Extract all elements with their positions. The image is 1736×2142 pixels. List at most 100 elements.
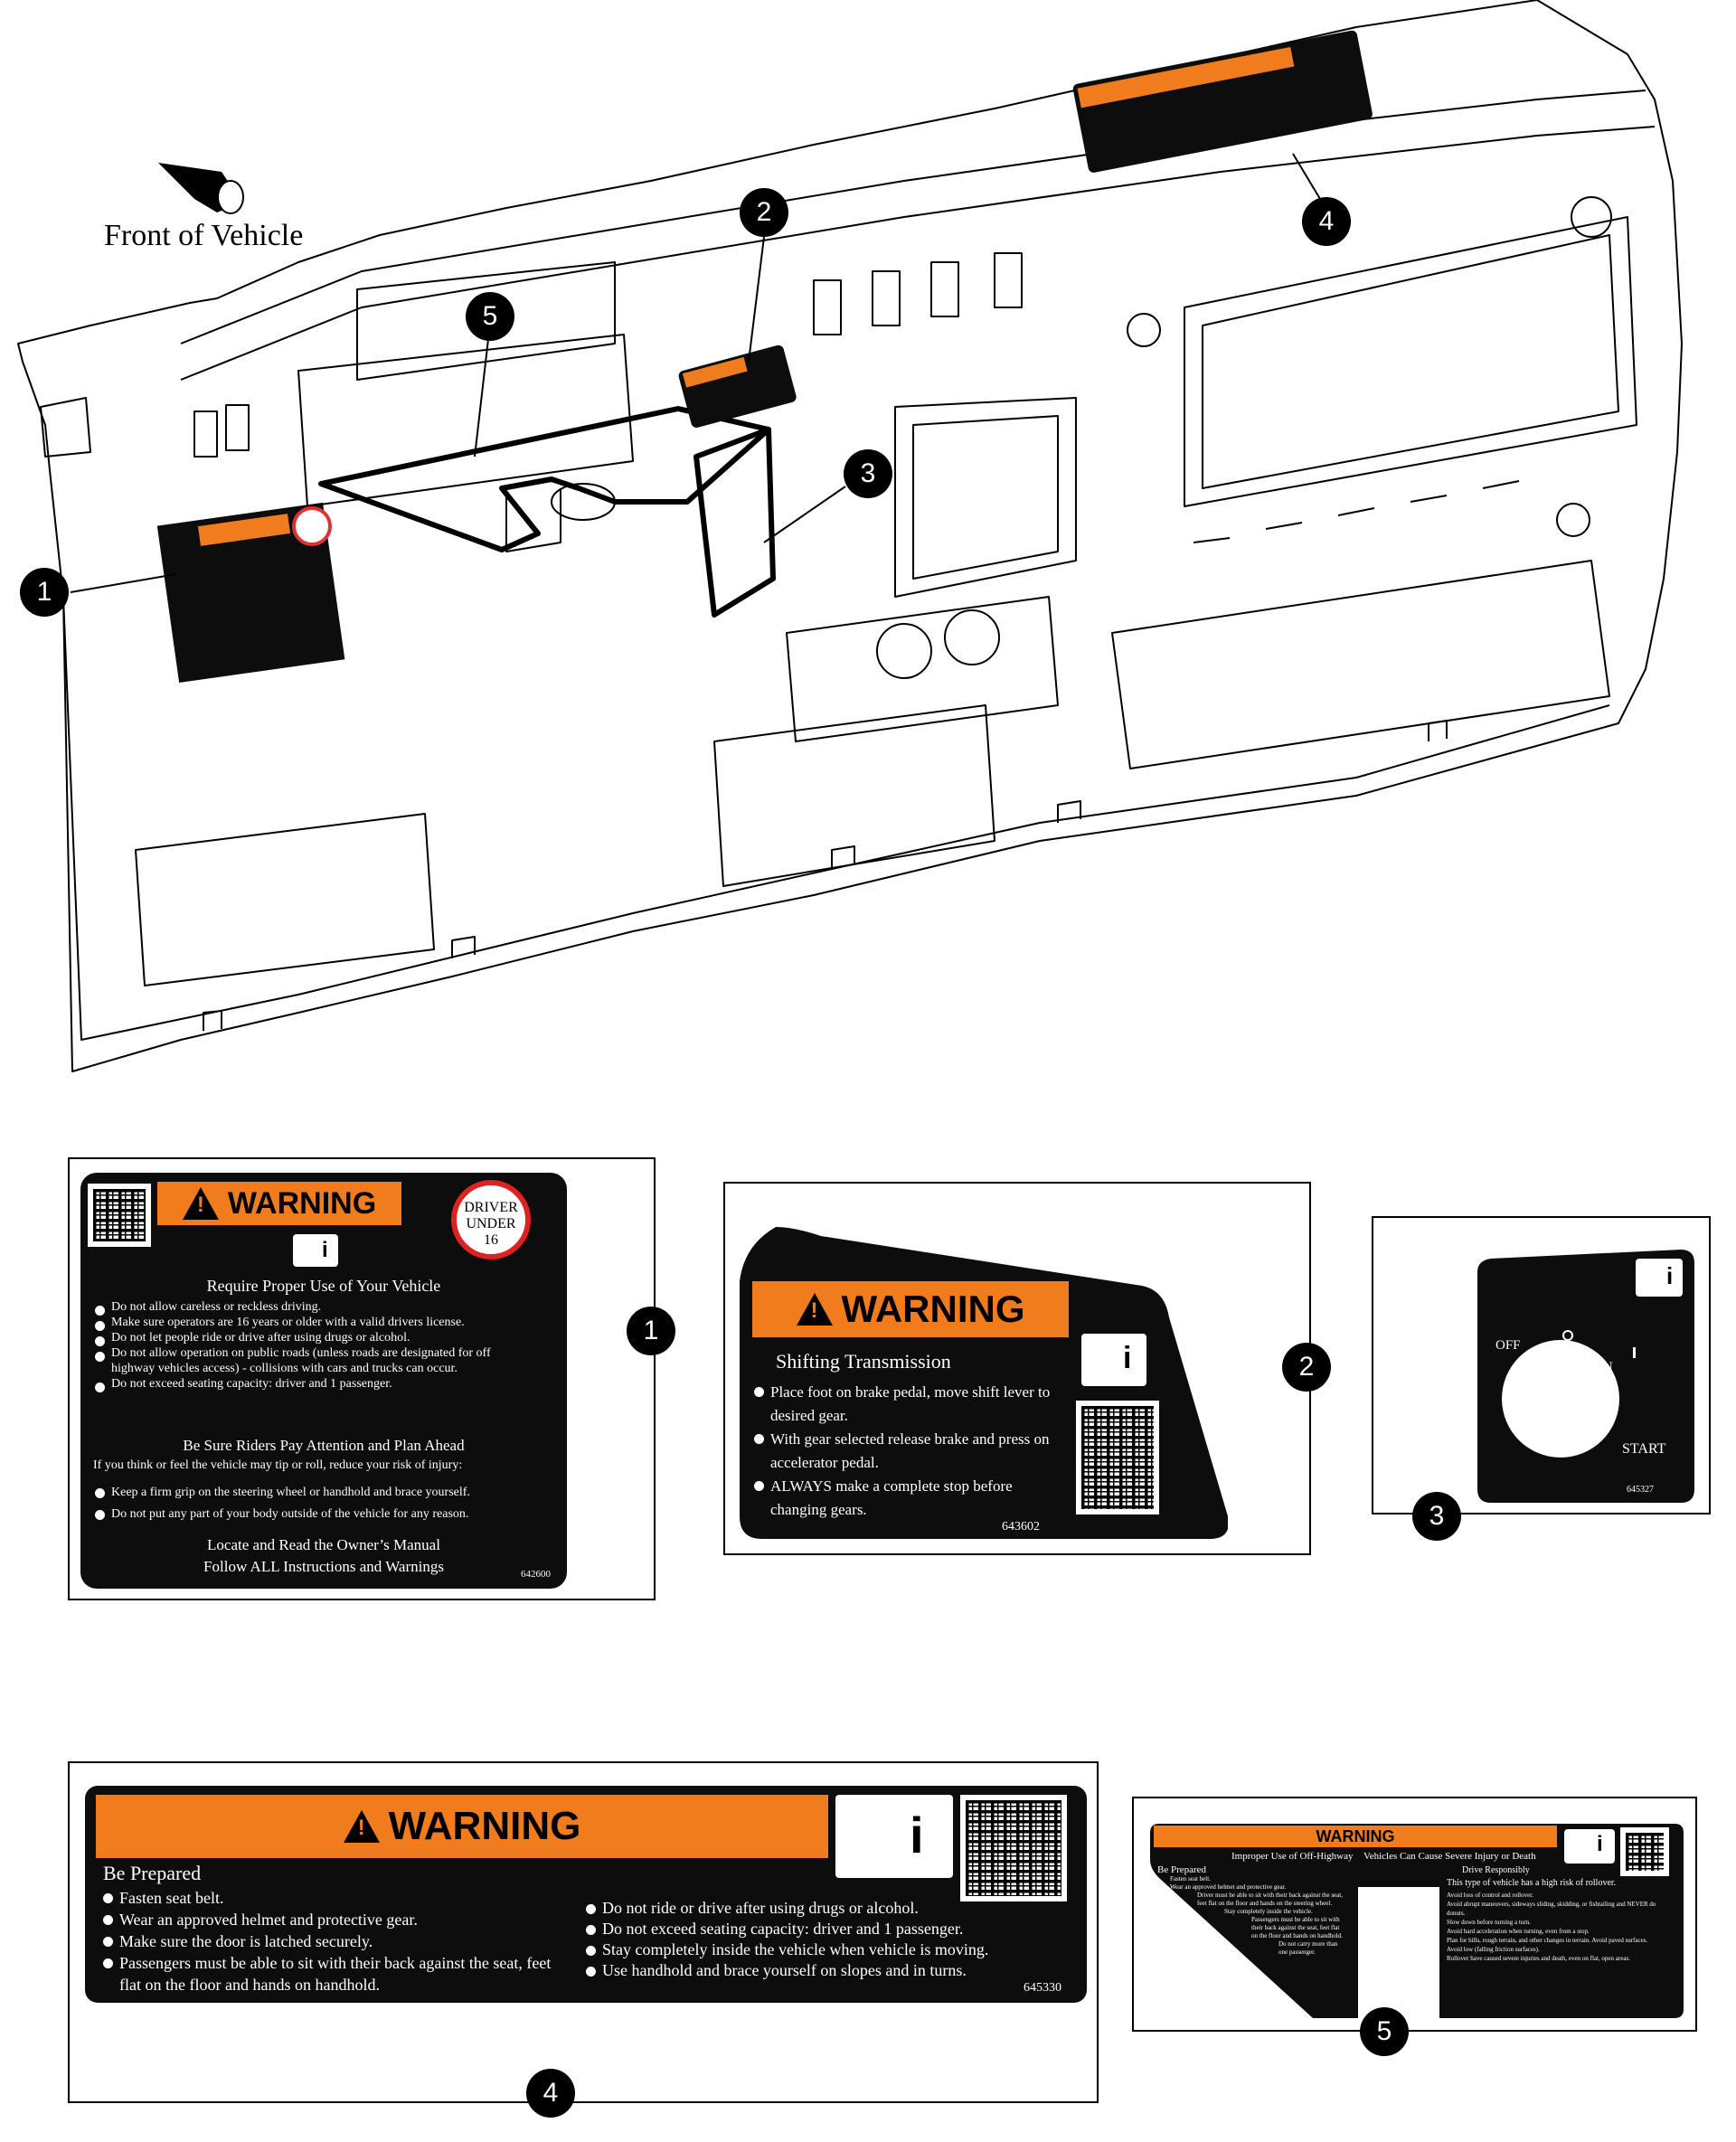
decal2-heading: Shifting Transmission	[776, 1350, 951, 1373]
callout-3: 3	[844, 449, 892, 498]
manual-book-icon: i	[835, 1795, 953, 1878]
dashboard-line-drawing	[17, 0, 1683, 1072]
decal1-bullets: Do not allow careless or reckless drivin…	[93, 1299, 491, 1392]
detail-box-5: WARNING i Improper Use of Off-Highway Ve…	[1132, 1797, 1697, 2032]
list-item: Avoid abrupt maneuvers, sideways sliding…	[1447, 1901, 1656, 1917]
bullet-item: Do not allow careless or reckless drivin…	[93, 1299, 491, 1316]
bullet-item: Stay completely inside the vehicle when …	[584, 1939, 1018, 1960]
detail-callout-5: 5	[1360, 2007, 1409, 2056]
decal4-left-list: Fasten seat belt. Wear an approved helme…	[101, 1887, 571, 1996]
bullet-item: Keep a firm grip on the steering wheel o…	[93, 1482, 545, 1504]
warning-banner: WARNING	[752, 1281, 1069, 1337]
detail-callout-3: 3	[1412, 1492, 1461, 1541]
detail-callout-2: 2	[1282, 1343, 1331, 1392]
badge-text: UNDER	[466, 1216, 516, 1231]
detail-box-3: i OFF ON START 645327	[1372, 1216, 1711, 1514]
decal1-line: If you think or feel the vehicle may tip…	[93, 1458, 463, 1472]
warning-triangle-icon	[796, 1293, 833, 1326]
decal4-right-list: Do not ride or drive after using drugs o…	[584, 1898, 1018, 1981]
start-label: START	[1622, 1441, 1666, 1457]
part-number: 645327	[1627, 1485, 1654, 1495]
warning-text: WARNING	[227, 1185, 377, 1221]
decal1-bullets2: Keep a firm grip on the steering wheel o…	[93, 1482, 545, 1525]
decal-645327: i OFF ON START 645327	[1477, 1250, 1694, 1503]
list-item: Avoid hard acceleration when turning, ev…	[1447, 1928, 1590, 1935]
bullet-item: Do not exceed seating capacity: driver a…	[93, 1376, 491, 1392]
decal5-right-heading: Drive Responsibly	[1462, 1865, 1530, 1875]
bullet-item: Do not allow operation on public roads (…	[93, 1345, 491, 1376]
part-number: 645330	[1024, 1981, 1061, 1995]
bullet-item: Place foot on brake pedal, move shift le…	[752, 1381, 1064, 1428]
part-number: 643602	[1002, 1520, 1040, 1533]
warning-text: WARNING	[388, 1804, 581, 1848]
list-item: Driver must be able to sit with their ba…	[1197, 1892, 1343, 1907]
bullet-item: Wear an approved helmet and protective g…	[101, 1909, 571, 1930]
badge-text: DRIVER	[464, 1200, 518, 1215]
bullet-item: Do not put any part of your body outside…	[93, 1504, 545, 1525]
callout-4: 4	[1302, 197, 1351, 246]
decal-643602: WARNING i Shifting Transmission Place fo…	[740, 1227, 1228, 1543]
decal-645330: WARNING i Be Prepared Fasten seat belt. …	[85, 1786, 1087, 2003]
front-of-vehicle-label: Front of Vehicle	[104, 219, 304, 252]
bullet-item: Passengers must be able to sit with thei…	[101, 1952, 571, 1996]
callout-1: 1	[20, 568, 69, 617]
decal1-heading2: Be Sure Riders Pay Attention and Plan Ah…	[183, 1437, 465, 1454]
warning-banner: WARNING	[157, 1182, 401, 1225]
decal5-right-line: This type of vehicle has a high risk of …	[1447, 1878, 1617, 1888]
list-item: Plan for hills, rough terrain, and other…	[1447, 1937, 1648, 1944]
qr-code-icon	[1620, 1827, 1669, 1876]
qr-code-icon	[1076, 1401, 1159, 1514]
manual-book-icon: i	[1081, 1334, 1146, 1386]
decal5-left-heading: Be Prepared	[1157, 1864, 1207, 1875]
bullet-item: Do not let people ride or drive after us…	[93, 1330, 491, 1346]
manual-book-icon: i	[293, 1234, 338, 1267]
list-item: Stay completely inside the vehicle.	[1224, 1908, 1313, 1915]
bullet-item: Fasten seat belt.	[101, 1887, 571, 1909]
decal-5: WARNING i Improper Use of Off-Highway Ve…	[1150, 1824, 1684, 2018]
bullet-item: With gear selected release brake and pre…	[752, 1428, 1064, 1475]
decal5-left-list: Fasten seat belt. Wear an approved helme…	[1170, 1875, 1346, 1957]
bullet-item: Do not ride or drive after using drugs o…	[584, 1898, 1018, 1919]
decal5-shape	[1150, 1824, 1684, 2018]
list-item: Avoid loss of control and rollover.	[1447, 1892, 1533, 1899]
list-item: Avoid low (falling friction surfaces).	[1447, 1946, 1540, 1953]
decal4-heading: Be Prepared	[103, 1862, 202, 1884]
list-item: Fasten seat belt.	[1170, 1875, 1211, 1883]
list-item: Do not carry more than one passenger.	[1278, 1940, 1338, 1956]
detail-box-1: WARNING DRIVER UNDER 16 i Require Proper…	[68, 1157, 656, 1600]
detail-callout-1: 1	[627, 1307, 675, 1355]
warning-triangle-icon	[182, 1187, 219, 1220]
warning-triangle-icon	[343, 1810, 380, 1843]
bullet-item: Make sure operators are 16 years or olde…	[93, 1315, 491, 1331]
callout-5: 5	[466, 292, 514, 341]
decal3-shape	[1477, 1250, 1694, 1503]
decal1-footer2: Follow ALL Instructions and Warnings	[203, 1558, 444, 1575]
detail-box-2: WARNING i Shifting Transmission Place fo…	[723, 1182, 1311, 1555]
decal2-bullets: Place foot on brake pedal, move shift le…	[752, 1381, 1064, 1522]
warning-banner: WARNING	[1154, 1826, 1557, 1847]
warning-text: WARNING	[841, 1288, 1025, 1330]
decal1-heading: Require Proper Use of Your Vehicle	[206, 1277, 441, 1295]
callout-2: 2	[740, 188, 788, 237]
decal5-right-list: Avoid loss of control and rollover. Avoi…	[1447, 1891, 1664, 1963]
detail-callout-4: 4	[526, 2069, 575, 2118]
list-item: Wear an approved helmet and protective g…	[1170, 1883, 1287, 1891]
decal5-title-left: Improper Use of Off-Highway	[1231, 1851, 1354, 1862]
detail-box-4: WARNING i Be Prepared Fasten seat belt. …	[68, 1761, 1099, 2103]
warning-text: WARNING	[1316, 1826, 1395, 1845]
badge-number: 16	[484, 1232, 498, 1248]
bullet-item: Make sure the door is latched securely.	[101, 1930, 571, 1952]
qr-code-icon	[960, 1795, 1067, 1901]
part-number: 642600	[521, 1569, 551, 1580]
driver-under-16-badge: DRIVER UNDER 16	[451, 1180, 531, 1260]
decal-642600: WARNING DRIVER UNDER 16 i Require Proper…	[80, 1173, 567, 1589]
off-label: OFF	[1495, 1338, 1521, 1353]
list-item: Rollover have caused severe injuries and…	[1447, 1955, 1630, 1962]
qr-code-icon	[88, 1184, 151, 1247]
list-item: Slow down before turning a turn.	[1447, 1919, 1531, 1926]
bullet-item: Use handhold and brace yourself on slope…	[584, 1960, 1018, 1981]
on-label: ON	[1593, 1360, 1613, 1374]
warning-banner: WARNING	[96, 1795, 828, 1858]
bullet-item: ALWAYS make a complete stop before chang…	[752, 1475, 1064, 1522]
decal5-title-right: Vehicles Can Cause Severe Injury or Deat…	[1363, 1851, 1536, 1862]
